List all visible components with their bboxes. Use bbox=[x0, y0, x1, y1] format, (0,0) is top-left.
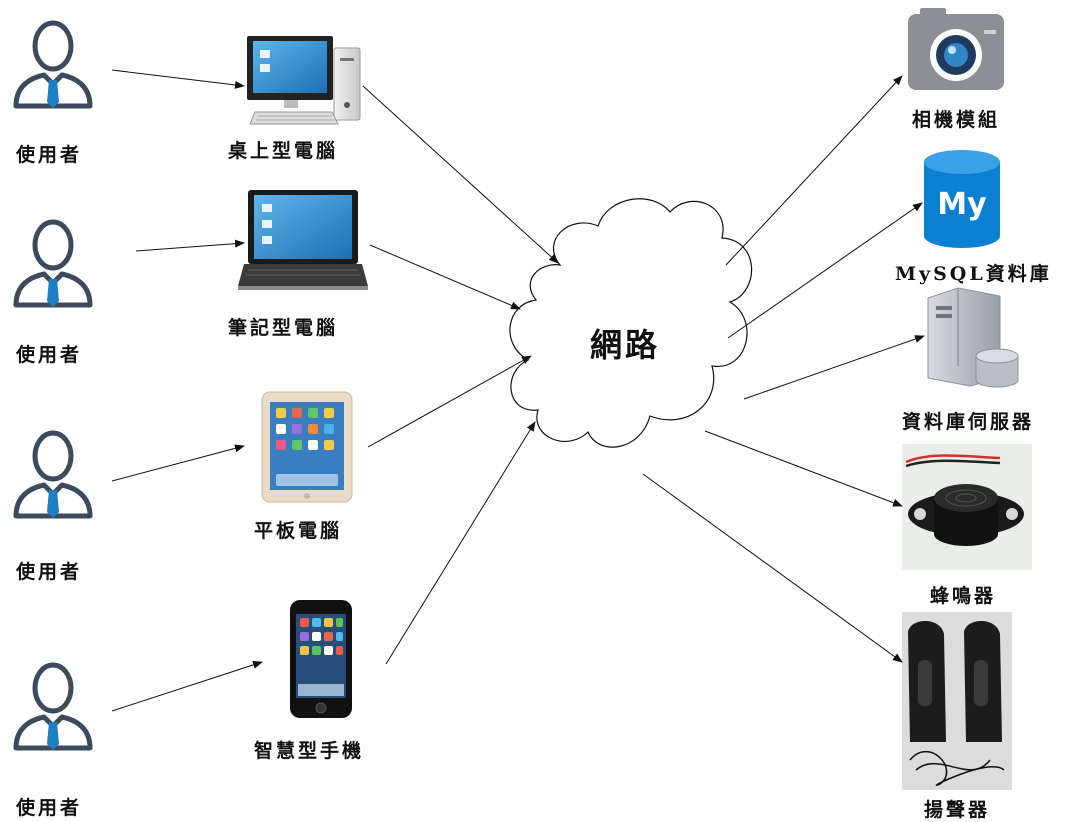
arrow-user-to-laptop bbox=[135, 239, 245, 252]
user-icon bbox=[16, 222, 90, 307]
arrow-phone-to-network bbox=[385, 421, 536, 665]
user-label: 使用者 bbox=[16, 144, 83, 166]
user-label: 使用者 bbox=[16, 797, 83, 819]
speaker-icon bbox=[902, 612, 1012, 790]
laptop-label: 筆記型電腦 bbox=[228, 317, 339, 339]
arrow-network-to-speaker bbox=[642, 473, 903, 663]
buzzer-label: 蜂鳴器 bbox=[930, 585, 997, 607]
network-label: 網路 bbox=[590, 326, 661, 364]
user-icon bbox=[16, 665, 90, 750]
tablet-label: 平板電腦 bbox=[254, 520, 343, 542]
arrow-tablet-to-network bbox=[367, 355, 532, 448]
smartphone-label: 智慧型手機 bbox=[254, 740, 365, 762]
mysql-database-icon: My bbox=[924, 150, 1000, 248]
tablet-icon bbox=[261, 391, 353, 503]
arrow-network-to-mysql bbox=[727, 202, 923, 339]
camera-icon bbox=[908, 8, 1004, 90]
speaker-label: 揚聲器 bbox=[924, 799, 991, 821]
camera-label: 相機模組 bbox=[912, 109, 1001, 131]
user-icon bbox=[16, 23, 90, 108]
arrow-user-to-desktop bbox=[111, 69, 245, 89]
arrow-user-to-phone bbox=[111, 660, 263, 712]
arrow-network-to-camera bbox=[725, 75, 903, 266]
desktop-computer-icon bbox=[247, 36, 361, 125]
arrow-laptop-to-network bbox=[369, 244, 521, 310]
arrow-desktop-to-network bbox=[362, 85, 559, 264]
buzzer-icon bbox=[902, 444, 1032, 570]
database-server-icon bbox=[927, 287, 1019, 388]
user-label: 使用者 bbox=[16, 561, 83, 583]
mysql-label: MySQL資料庫 bbox=[895, 263, 1052, 285]
user-icon bbox=[16, 433, 90, 518]
arrow-network-to-buzzer bbox=[704, 430, 903, 507]
laptop-icon bbox=[238, 190, 368, 290]
database-server-label: 資料庫伺服器 bbox=[902, 411, 1035, 433]
arrow-user-to-tablet bbox=[111, 444, 245, 482]
mysql-logo-text: My bbox=[937, 187, 987, 222]
smartphone-icon bbox=[290, 600, 352, 718]
arrow-network-to-dbserver bbox=[743, 335, 925, 400]
desktop-label: 桌上型電腦 bbox=[228, 140, 339, 162]
user-label: 使用者 bbox=[16, 344, 83, 366]
